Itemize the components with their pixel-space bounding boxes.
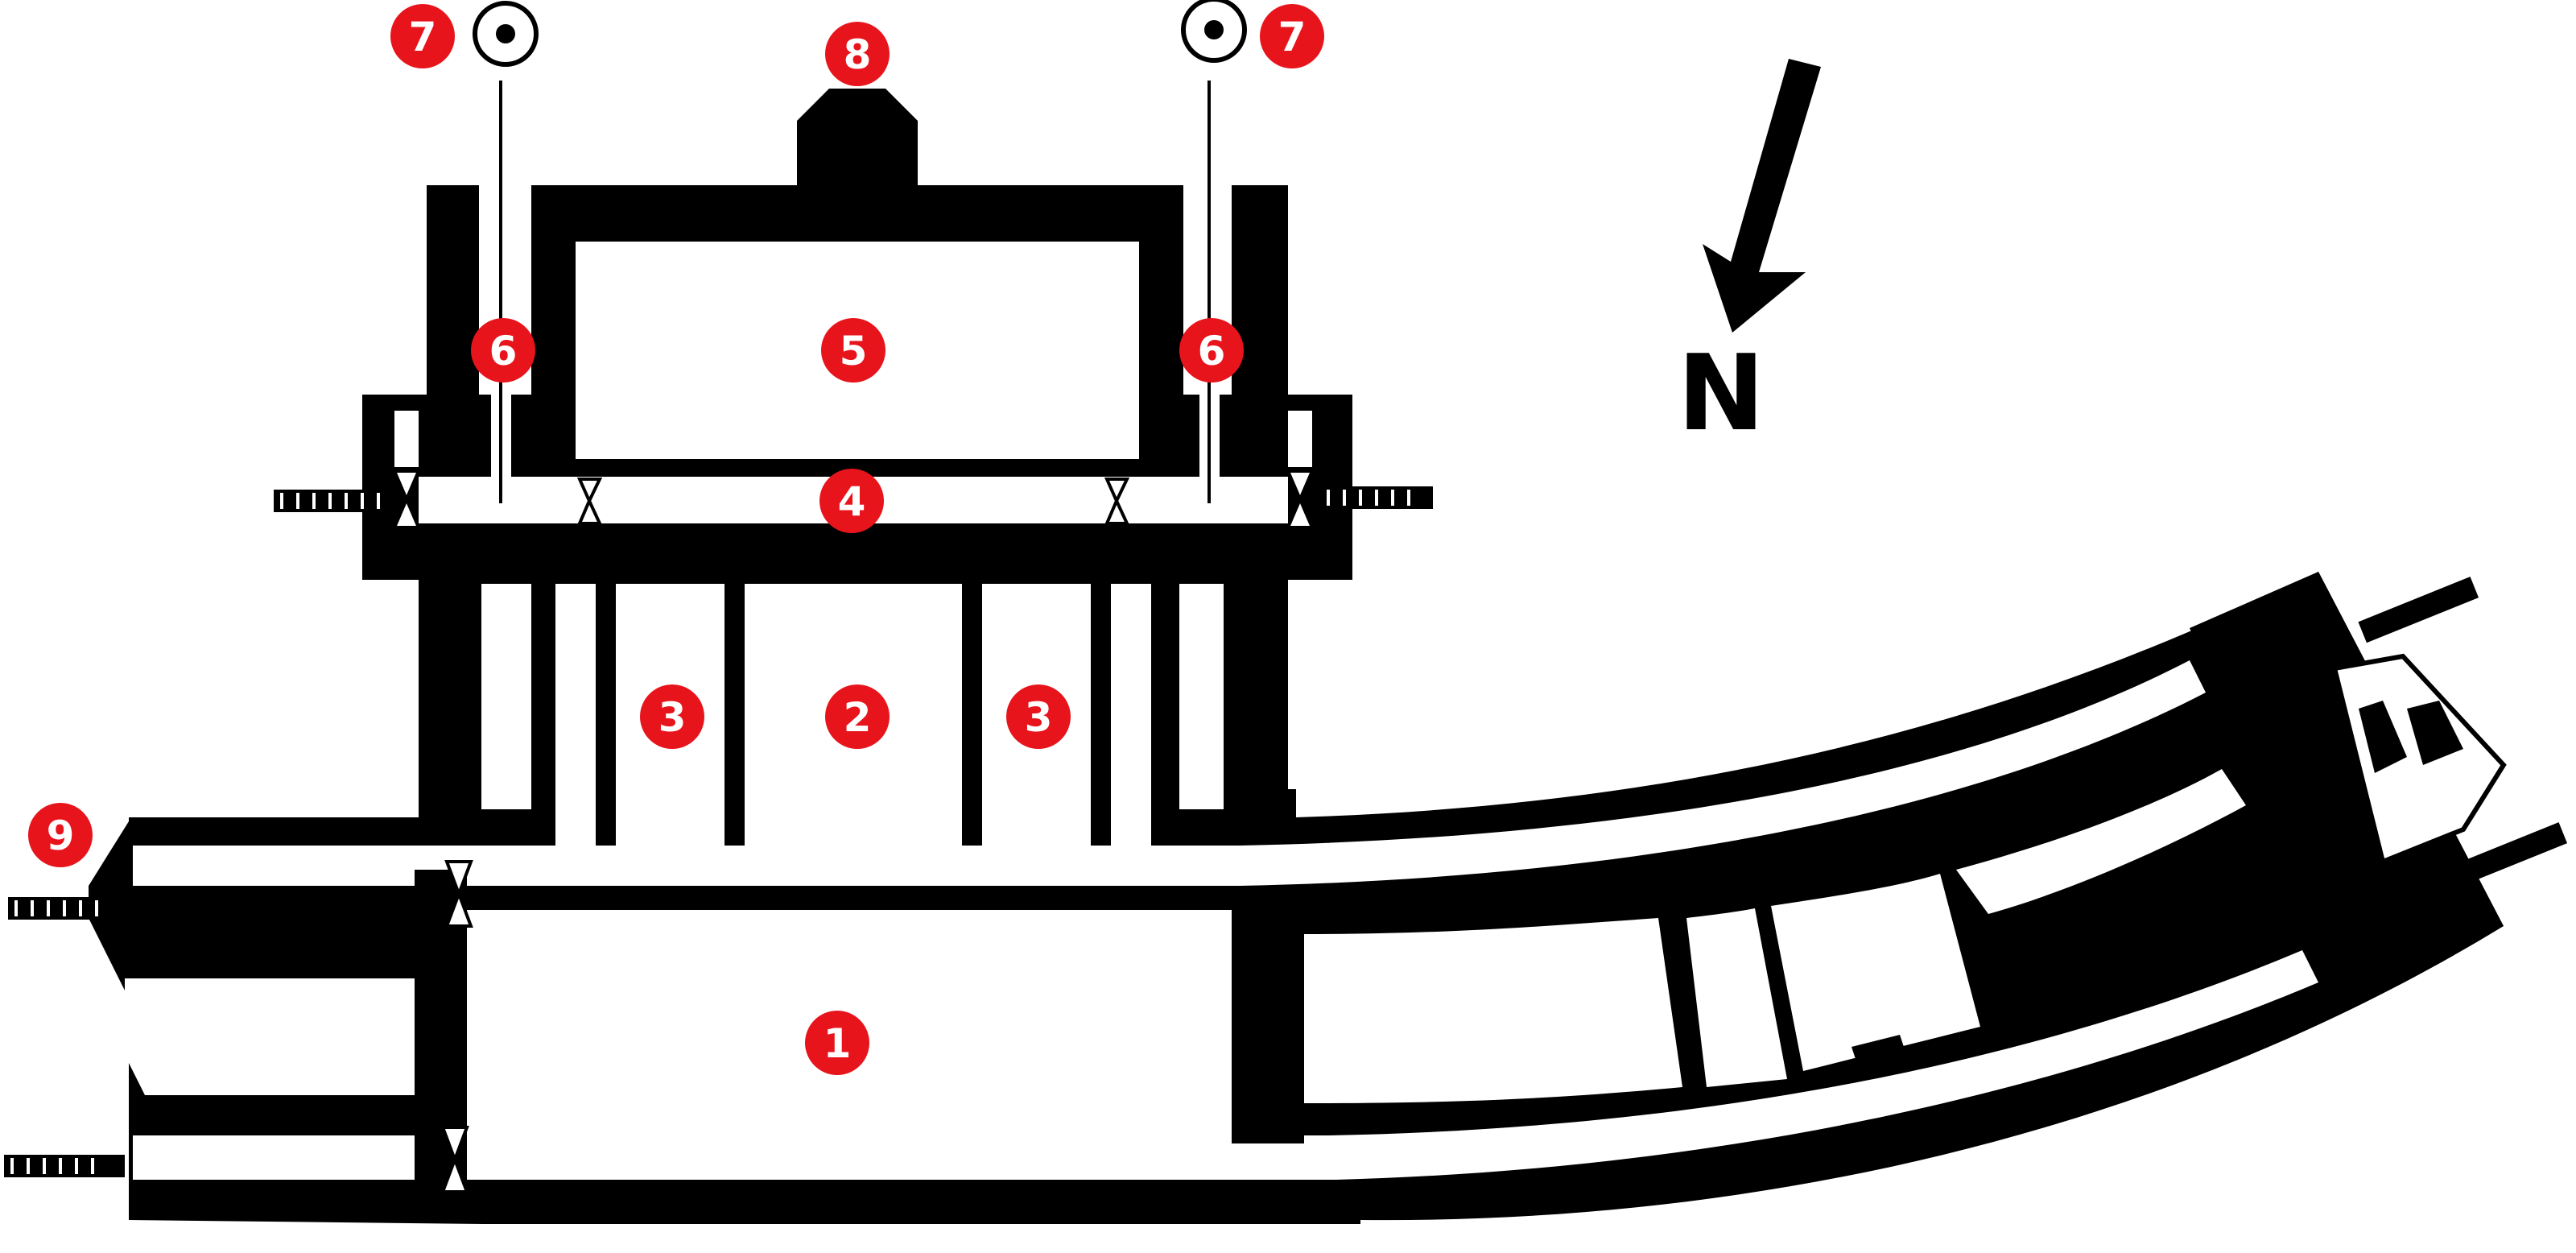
lower-corridor xyxy=(133,950,2318,1180)
badge-2-text: 2 xyxy=(844,694,872,741)
east-wing-partition xyxy=(1852,1035,1904,1059)
badge-4: 4 xyxy=(819,469,884,533)
room-3-east-a xyxy=(1111,584,1151,858)
badge-3-west-text: 3 xyxy=(658,694,687,741)
cross-walls xyxy=(415,870,1304,1192)
label-badges: 1 2 3 3 4 5 6 6 7 7 8 9 xyxy=(28,4,1324,1075)
east-wing-room-b xyxy=(1686,908,1787,1087)
badge-7-west: 7 xyxy=(390,4,455,68)
room-east-cell xyxy=(1179,584,1224,809)
east-wing-room-c xyxy=(1771,874,1980,1071)
badge-8-text: 8 xyxy=(844,31,872,78)
door-7-symbols xyxy=(473,0,1247,67)
badge-8: 8 xyxy=(825,22,890,86)
badge-9-text: 9 xyxy=(47,813,75,859)
badge-7-east: 7 xyxy=(1260,4,1324,68)
badge-6-west-text: 6 xyxy=(489,328,518,374)
gate-markers xyxy=(391,469,1315,1193)
badge-3-west: 3 xyxy=(640,684,704,749)
badge-5: 5 xyxy=(821,318,886,383)
upper-corridor xyxy=(133,660,2206,886)
east-terminal xyxy=(2190,572,2507,990)
badge-9: 9 xyxy=(28,803,93,867)
badge-1: 1 xyxy=(805,1011,869,1075)
north-arrow-icon: N xyxy=(1678,59,1821,454)
east-wing-room-a xyxy=(1304,918,1682,1103)
niche-east xyxy=(1288,411,1312,467)
badge-5-text: 5 xyxy=(840,328,868,374)
badge-3-east-text: 3 xyxy=(1025,694,1053,741)
room-west-cell xyxy=(481,584,531,809)
projection-8 xyxy=(797,89,918,185)
east-wing-room-d xyxy=(1956,769,2246,914)
drain-pipes xyxy=(4,486,2568,1177)
badge-1-text: 1 xyxy=(824,1020,852,1067)
niche-west xyxy=(394,411,419,467)
badge-4-text: 4 xyxy=(838,478,866,525)
badge-6-west: 6 xyxy=(471,318,535,383)
badge-7-text: 6 xyxy=(1198,328,1226,374)
badge-6-east: 6 xyxy=(1179,318,1244,383)
badge-7-west-text: 7 xyxy=(409,14,437,60)
badge-3-east: 3 xyxy=(1006,684,1071,749)
badge-7-east-text: 7 xyxy=(1278,14,1307,60)
west-vestibule xyxy=(125,978,415,1095)
badge-2: 2 xyxy=(825,684,890,749)
compass-label: N xyxy=(1678,332,1765,454)
room-3-west-a xyxy=(555,584,596,858)
